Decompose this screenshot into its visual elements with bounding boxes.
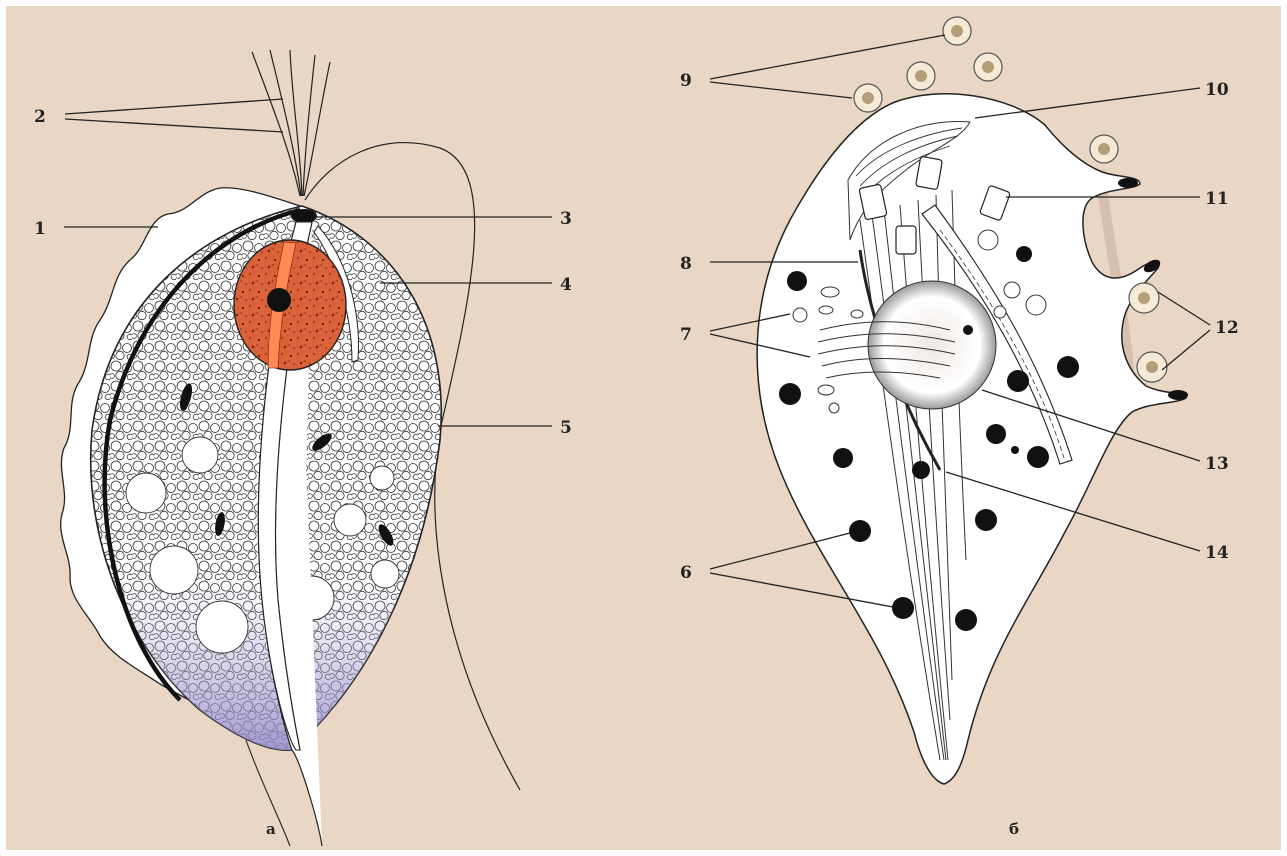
anterior-flagella [252, 50, 330, 196]
label-8: 8 [680, 254, 692, 274]
label-14: 14 [1205, 543, 1229, 563]
label-3: 3 [560, 209, 572, 229]
blepharoplast [291, 209, 317, 223]
nucleus-b [868, 281, 996, 409]
label-12: 12 [1215, 318, 1239, 338]
label-11: 11 [1205, 189, 1229, 209]
caption-a: а [266, 820, 276, 838]
caption-b: б [1009, 820, 1019, 838]
panel-b [757, 17, 1188, 784]
label-4: 4 [560, 275, 572, 295]
label-13: 13 [1205, 454, 1229, 474]
label-5: 5 [560, 418, 572, 438]
panel-a [61, 50, 520, 846]
label-9: 9 [680, 71, 692, 91]
label-10: 10 [1205, 80, 1229, 100]
nucleolus [267, 288, 291, 312]
label-6: 6 [680, 563, 692, 583]
nucleus [234, 240, 346, 370]
label-7: 7 [680, 325, 692, 345]
label-2: 2 [34, 107, 46, 127]
label-1: 1 [34, 219, 46, 239]
